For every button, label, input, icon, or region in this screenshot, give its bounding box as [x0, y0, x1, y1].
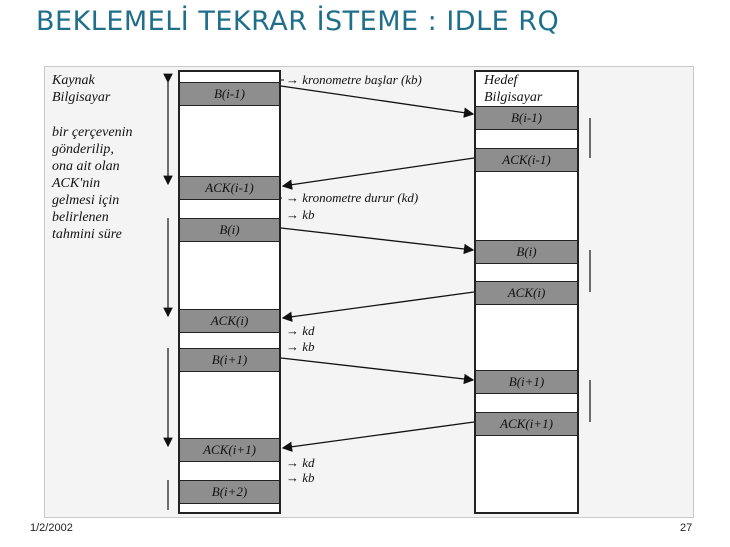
frame-label: ACK(i+1) [500, 416, 553, 431]
kb-text: kb [302, 207, 315, 222]
receiver-ack-i: ACK(i) [476, 281, 577, 305]
sender-frame-b-i-minus-1: B(i-1) [180, 82, 279, 106]
timeout-line: ona ait olan [52, 159, 120, 174]
receiver-frame-b-i-plus-1: B(i+1) [476, 370, 577, 394]
arrow-ack-i [281, 291, 475, 322]
receiver-ack-i-plus-1: ACK(i+1) [476, 412, 577, 436]
kb-start-label: → kronometre başlar (kb) [286, 72, 422, 87]
sender-name: Kaynak Bilgisayar [52, 72, 110, 106]
frame-label: B(i-1) [213, 86, 246, 101]
sender-column: B(i-1) ACK(i-1) B(i) ACK(i) B(i+1) ACK(i… [178, 70, 281, 514]
kb-label-2: → kb [286, 339, 315, 354]
timeout-line: ACK'nin [52, 176, 101, 191]
frame-label: ACK(i+1) [203, 442, 256, 457]
frame-label: B(i) [219, 222, 240, 237]
arrow-b-i [280, 227, 475, 255]
timeout-line: tahmini süre [52, 227, 122, 242]
arrow-b-i-minus-1 [280, 85, 475, 118]
kd-stop-text: kronometre durur (kd) [302, 190, 419, 205]
kb-label-1: → kb [286, 207, 315, 222]
frame-label: B(i+2) [211, 484, 248, 499]
frame-label: ACK(i-1) [502, 152, 551, 167]
kb-text: kb [302, 470, 315, 485]
frame-label: B(i-1) [510, 110, 543, 125]
timeout-line: gönderilip, [52, 142, 114, 157]
frame-label: B(i+1) [508, 374, 545, 389]
sender-name-line: Bilgisayar [52, 90, 111, 105]
timeout-line: belirlenen [52, 210, 109, 225]
receiver-frame-b-i-minus-1: B(i-1) [476, 106, 577, 130]
kb-start-text: kronometre başlar (kb) [302, 72, 422, 87]
sender-ack-i: ACK(i) [180, 309, 279, 333]
receiver-frame-b-i: B(i) [476, 240, 577, 264]
kd-text: kd [302, 455, 315, 470]
frame-label: ACK(i-1) [205, 180, 254, 195]
timeout-description: bir çerçevenin gönderilip, ona ait olan … [52, 124, 132, 243]
sender-name-line: Kaynak [52, 73, 95, 88]
receiver-name-line: Hedef [484, 73, 518, 88]
kb-label-3: → kb [286, 470, 315, 485]
arrow-ack-i-minus-1 [281, 157, 475, 190]
diagram-panel [44, 66, 694, 518]
frame-label: ACK(i) [507, 285, 546, 300]
kd-text: kd [302, 323, 315, 338]
receiver-name: Hedef Bilgisayar [484, 72, 542, 106]
kd-label-1: → kd [286, 323, 315, 338]
arrow-b-i-plus-1 [280, 357, 475, 385]
sender-frame-b-i-plus-1: B(i+1) [180, 348, 279, 372]
receiver-ack-i-minus-1: ACK(i-1) [476, 148, 577, 172]
sender-ack-i-plus-1: ACK(i+1) [180, 438, 279, 462]
timeout-line: gelmesi için [52, 193, 120, 208]
sender-frame-b-i: B(i) [180, 218, 279, 242]
kb-text: kb [302, 339, 315, 354]
frame-label: B(i+1) [211, 352, 248, 367]
frame-label: B(i) [516, 244, 537, 259]
arrow-ack-i-plus-1 [281, 421, 475, 452]
receiver-name-line: Bilgisayar [484, 90, 543, 105]
footer-date: 1/2/2002 [30, 522, 73, 534]
frame-label: ACK(i) [210, 313, 249, 328]
footer-page-number: 27 [680, 522, 693, 534]
timeout-line: bir çerçevenin [52, 125, 133, 140]
sender-frame-b-i-plus-2: B(i+2) [180, 480, 279, 504]
kd-stop-label: → kronometre durur (kd) [286, 190, 419, 205]
sender-ack-i-minus-1: ACK(i-1) [180, 176, 279, 200]
receiver-column: B(i-1) ACK(i-1) B(i) ACK(i) B(i+1) ACK(i… [474, 70, 579, 514]
slide-title: BEKLEMELİ TEKRAR İSTEME : IDLE RQ [36, 6, 560, 37]
kd-label-2: → kd [286, 455, 315, 470]
